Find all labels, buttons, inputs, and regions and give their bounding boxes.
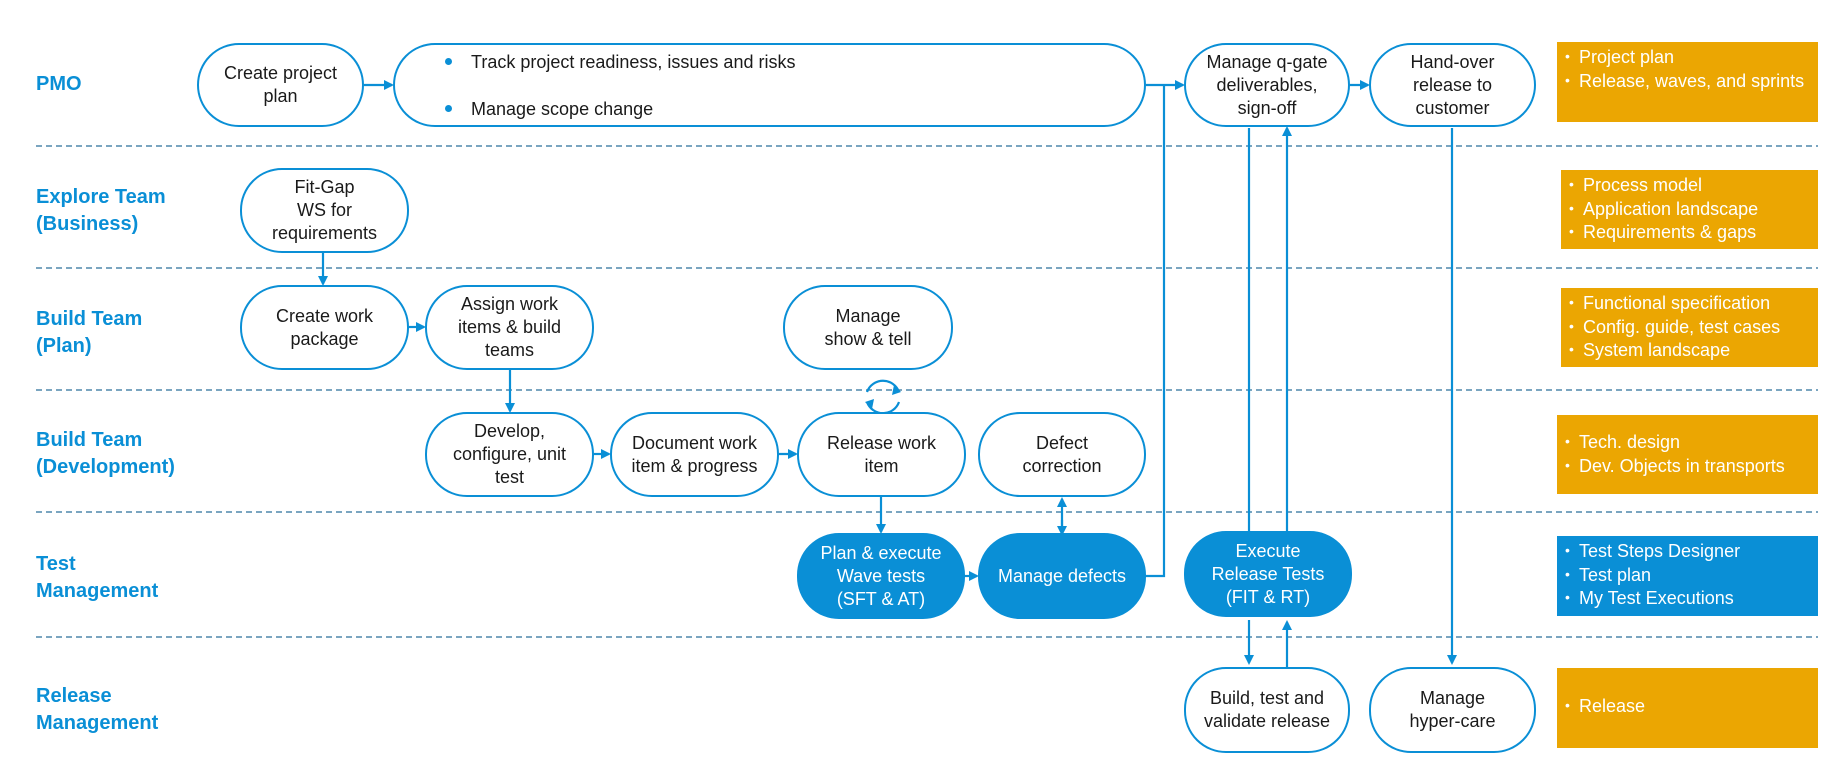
manage-hypercare-step: Manage hyper-care: [1369, 667, 1536, 753]
deliverable-item: Project plan: [1565, 45, 1810, 70]
lane-label-build-team-development: Build Team (Development): [36, 429, 175, 478]
explore-deliverables-box: Process model Application landscape Requ…: [1561, 170, 1818, 249]
deliverable-item: Test Steps Designer: [1565, 539, 1810, 564]
create-project-plan-step: Create project plan: [197, 43, 364, 127]
execute-release-tests-step: Execute Release Tests (FIT & RT): [1184, 531, 1352, 617]
plan-deliverables-box: Functional specification Config. guide, …: [1561, 288, 1818, 367]
lane-label-release-management: Release Management: [36, 685, 159, 734]
manage-qgate-step: Manage q-gate deliverables, sign-off: [1184, 43, 1350, 127]
release-work-item-step: Release work item: [797, 412, 966, 497]
deliverable-item: Tech. design: [1565, 430, 1810, 455]
plan-execute-wave-tests-step: Plan & execute Wave tests (SFT & AT): [797, 533, 965, 619]
cycle-icon: [865, 379, 901, 415]
manage-show-tell-step: Manage show & tell: [783, 285, 953, 370]
assign-work-items-step: Assign work items & build teams: [425, 285, 594, 370]
build-test-validate-step: Build, test and validate release: [1184, 667, 1350, 753]
develop-configure-step: Develop, configure, unit test: [425, 412, 594, 497]
fitgap-workshop-step: Fit-Gap WS for requirements: [240, 168, 409, 253]
pmo-deliverables-box: Project plan Release, waves, and sprints: [1557, 42, 1818, 122]
development-deliverables-box: Tech. design Dev. Objects in transports: [1557, 415, 1818, 494]
lane-label-explore-team: Explore Team (Business): [36, 186, 166, 235]
arrow-defects-to-qgate: [1146, 85, 1166, 578]
lane-label-pmo: PMO: [36, 73, 82, 95]
deliverable-item: Config. guide, test cases: [1569, 315, 1810, 340]
deliverable-item: Release: [1565, 694, 1810, 719]
deliverable-item: Test plan: [1565, 563, 1810, 588]
deliverable-item: Dev. Objects in transports: [1565, 454, 1810, 479]
deliverable-item: Requirements & gaps: [1569, 220, 1810, 245]
deliverable-item: Process model: [1569, 173, 1810, 198]
track-readiness-step: Track project readiness, issues and risk…: [393, 43, 1146, 127]
deliverable-item: Application landscape: [1569, 197, 1810, 222]
lane-separators: [36, 145, 1818, 638]
release-deliverables-box: Release: [1557, 668, 1818, 748]
manage-scope-change-item: Manage scope change: [445, 97, 795, 121]
handover-release-step: Hand-over release to customer: [1369, 43, 1536, 127]
document-work-item-step: Document work item & progress: [610, 412, 779, 497]
deliverable-item: Functional specification: [1569, 291, 1810, 316]
defect-correction-step: Defect correction: [978, 412, 1146, 497]
deliverable-item: System landscape: [1569, 338, 1810, 363]
deliverable-item: Release, waves, and sprints: [1565, 69, 1810, 94]
lane-label-build-team-plan: Build Team (Plan): [36, 308, 143, 357]
track-readiness-item: Track project readiness, issues and risk…: [445, 50, 795, 74]
create-work-package-step: Create work package: [240, 285, 409, 370]
lane-label-test-management: Test Management: [36, 553, 159, 602]
manage-defects-step: Manage defects: [978, 533, 1146, 619]
deliverable-item: My Test Executions: [1565, 586, 1810, 611]
test-deliverables-box: Test Steps Designer Test plan My Test Ex…: [1557, 536, 1818, 616]
